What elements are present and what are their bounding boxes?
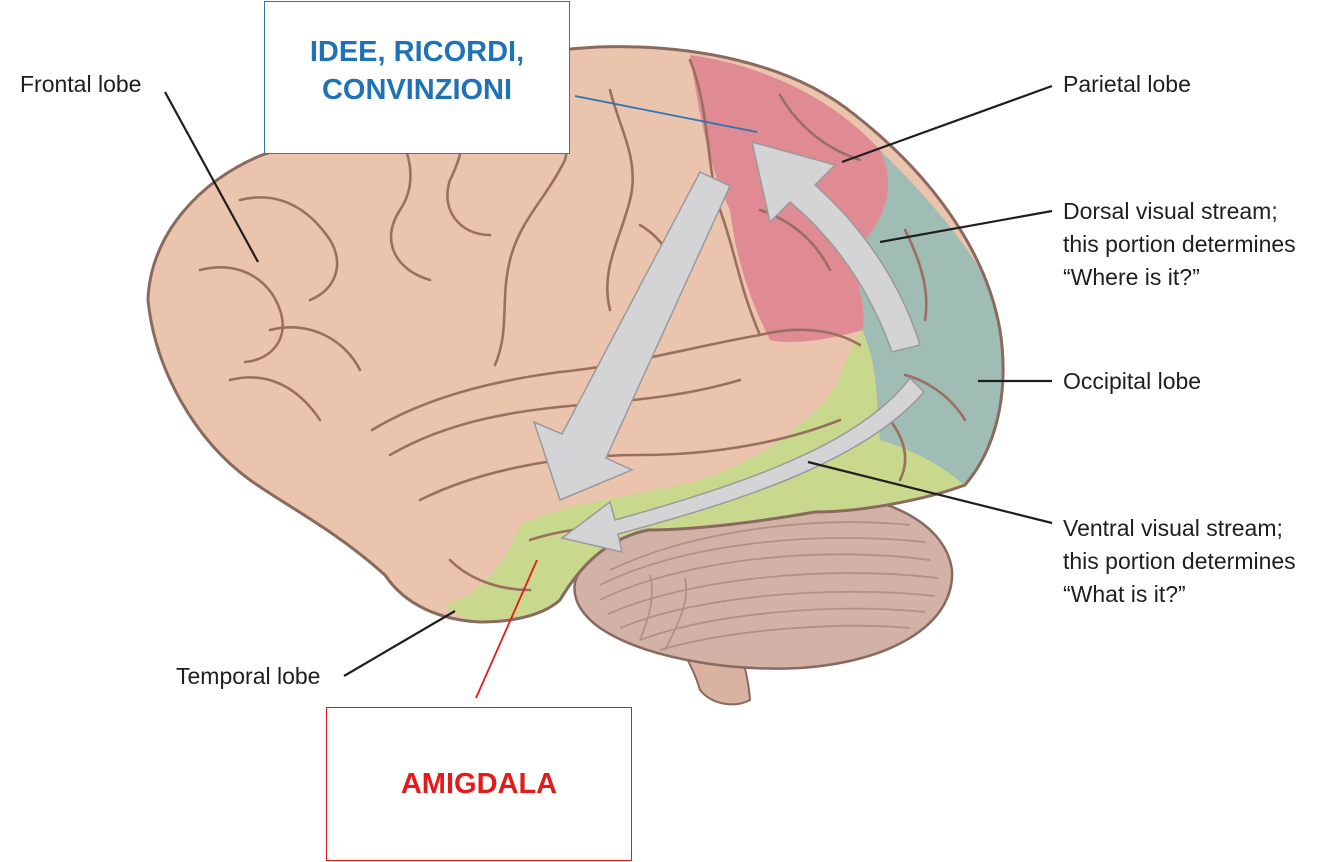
ventral-stream-label-line2: this portion determines	[1063, 548, 1296, 574]
dorsal-stream-label-line3: “Where is it?”	[1063, 264, 1200, 290]
ideas-to-amygdala-arrow	[532, 171, 731, 502]
leader-lines	[164, 84, 1053, 677]
dorsal-stream-arrow	[750, 140, 921, 353]
leader-dorsal	[879, 209, 1053, 244]
leader-frontal	[164, 91, 259, 263]
temporal-lobe-label: Temporal lobe	[176, 663, 321, 689]
ventral-stream-label-line3: “What is it?”	[1063, 581, 1186, 607]
leader-ventral	[807, 460, 1053, 525]
frontal-lobe-label: Frontal lobe	[20, 71, 142, 97]
amygdala-box-text: AMIGDALA	[400, 768, 558, 800]
ventral-stream-arrow	[560, 376, 926, 554]
occipital-lobe-label: Occipital lobe	[1063, 368, 1202, 394]
ventral-stream-label-line1: Ventral visual stream;	[1063, 515, 1283, 541]
leader-parietal	[841, 84, 1053, 164]
connector-ideas	[574, 95, 758, 133]
dorsal-stream-label-line1: Dorsal visual stream;	[1063, 198, 1278, 224]
ideas-box-line2: CONVINZIONI	[321, 73, 513, 106]
cerebellum	[573, 488, 954, 670]
connector-amygdala	[475, 559, 538, 699]
dorsal-stream-label-line2: this portion determines	[1063, 231, 1296, 257]
leader-temporal	[343, 610, 456, 677]
temporal-region	[445, 330, 975, 622]
ideas-box-line1: IDEE, RICORDI,	[309, 35, 525, 68]
ideas-memories-beliefs-box: IDEE, RICORDI, CONVINZIONI	[264, 1, 570, 154]
amygdala-box: AMIGDALA	[326, 707, 632, 861]
parietal-lobe-label: Parietal lobe	[1063, 71, 1191, 97]
